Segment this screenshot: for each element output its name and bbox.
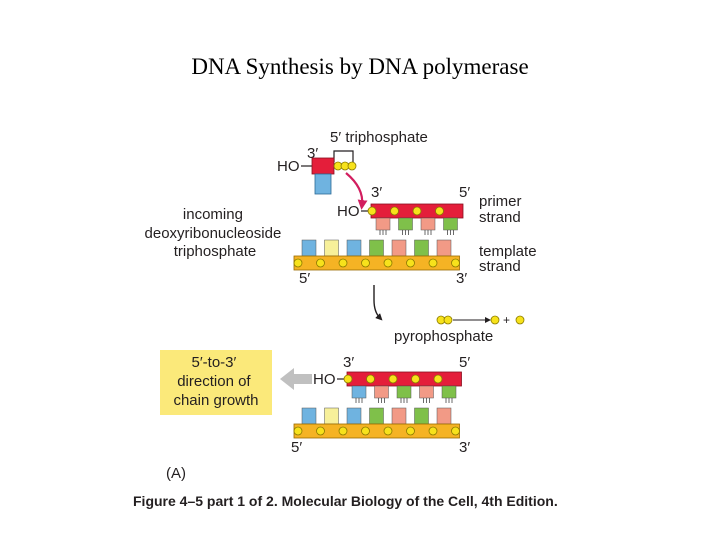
phosphate	[451, 426, 460, 436]
bottom-template-strand	[293, 407, 460, 439]
panel-label: (A)	[166, 465, 186, 482]
phosphate	[338, 258, 348, 268]
primer-base	[420, 217, 436, 231]
template-base	[324, 239, 339, 257]
incoming-label-line-1: incoming	[183, 206, 243, 223]
incoming-sugar	[311, 157, 335, 175]
phosphate	[366, 374, 375, 384]
phosphate	[433, 374, 443, 384]
direction-box	[160, 350, 272, 415]
top-ho-label: HO	[337, 203, 360, 220]
bottom-primer-3prime: 3′	[343, 354, 354, 371]
template-base	[301, 407, 317, 425]
direction-box-text: 5′-to-3′ direction of chain growth	[173, 354, 258, 409]
template-base	[436, 407, 452, 425]
incoming-base	[314, 173, 332, 195]
template-strand-line-2: strand	[479, 258, 521, 275]
primer-strand-label: primer strand	[479, 193, 526, 226]
template-base	[301, 239, 317, 257]
phosphate	[367, 206, 377, 216]
primer-backbone	[346, 371, 462, 387]
primer-base	[398, 217, 413, 231]
primer-strand-line-1: primer	[479, 193, 522, 210]
phosphate	[316, 426, 325, 436]
triphosphate-bracket	[333, 150, 354, 162]
template-base	[324, 407, 339, 425]
phosphate	[361, 426, 370, 436]
pyrophosphate-icon	[436, 315, 525, 325]
phosphate	[406, 426, 415, 436]
direction-line-2: direction of	[177, 373, 251, 390]
direction-line-1: 5′-to-3′	[192, 354, 237, 371]
top-primer-strand	[367, 203, 464, 235]
incoming-arrow	[345, 172, 368, 210]
top-template-5prime: 5′	[299, 270, 310, 287]
phosphate	[316, 258, 325, 268]
template-base	[414, 407, 429, 425]
primer-base	[396, 385, 412, 399]
phosphate	[428, 426, 438, 436]
top-primer-5prime: 5′	[459, 184, 470, 201]
primer-base	[374, 385, 389, 399]
bottom-primer-strand	[343, 371, 462, 403]
phosphate	[338, 426, 348, 436]
incoming-ho-label: HO	[277, 158, 300, 175]
phosphate	[428, 258, 438, 268]
pyrophosphate-label: pyrophosphate	[394, 328, 493, 345]
template-base	[436, 239, 452, 257]
bottom-template-3prime: 3′	[459, 439, 470, 456]
primer-base	[375, 217, 391, 231]
phosphate	[390, 206, 399, 216]
plus-sign: +	[503, 313, 510, 327]
bottom-ho-label: HO	[313, 371, 336, 388]
primer-base	[419, 385, 434, 399]
template-base	[391, 239, 407, 257]
phosphate	[388, 374, 398, 384]
phosphate	[293, 426, 303, 436]
direction-line-3: chain growth	[173, 392, 258, 409]
slide-title: DNA Synthesis by DNA polymerase	[191, 54, 529, 79]
incoming-label: incoming deoxyribonucleoside triphosphat…	[145, 206, 286, 260]
top-template-3prime: 3′	[456, 270, 467, 287]
phosphate	[435, 206, 444, 216]
phosphate	[412, 206, 422, 216]
phosphate	[361, 258, 370, 268]
phosphate	[411, 374, 420, 384]
reaction-arrow	[373, 285, 383, 321]
template-base	[346, 239, 362, 257]
incoming-phosphates	[333, 161, 357, 171]
phosphate	[451, 258, 460, 268]
incoming-label-line-3: triphosphate	[174, 243, 257, 260]
primer-base	[351, 385, 367, 399]
primer-base	[441, 385, 457, 399]
template-strand-label: template strand	[479, 243, 541, 275]
top-template-strand	[293, 239, 460, 271]
figure-caption: Figure 4–5 part 1 of 2. Molecular Biolog…	[133, 493, 558, 509]
template-base	[369, 239, 384, 257]
phosphate	[406, 258, 415, 268]
template-base	[346, 407, 362, 425]
incoming-label-line-2: deoxyribonucleoside	[145, 225, 282, 242]
triphosphate-label: 5′ triphosphate	[330, 129, 428, 146]
phosphate	[383, 258, 393, 268]
top-primer-3prime: 3′	[371, 184, 382, 201]
bottom-template-5prime: 5′	[291, 439, 302, 456]
template-strand-line-1: template	[479, 243, 537, 260]
phosphate	[343, 374, 353, 384]
phosphate	[293, 258, 303, 268]
primer-base	[443, 217, 458, 231]
template-base	[369, 407, 384, 425]
template-base	[414, 239, 429, 257]
growth-direction-arrow	[280, 368, 312, 390]
template-base	[391, 407, 407, 425]
bottom-primer-5prime: 5′	[459, 354, 470, 371]
phosphate	[383, 426, 393, 436]
primer-strand-line-2: strand	[479, 209, 521, 226]
incoming-3prime-label: 3′	[307, 145, 318, 162]
